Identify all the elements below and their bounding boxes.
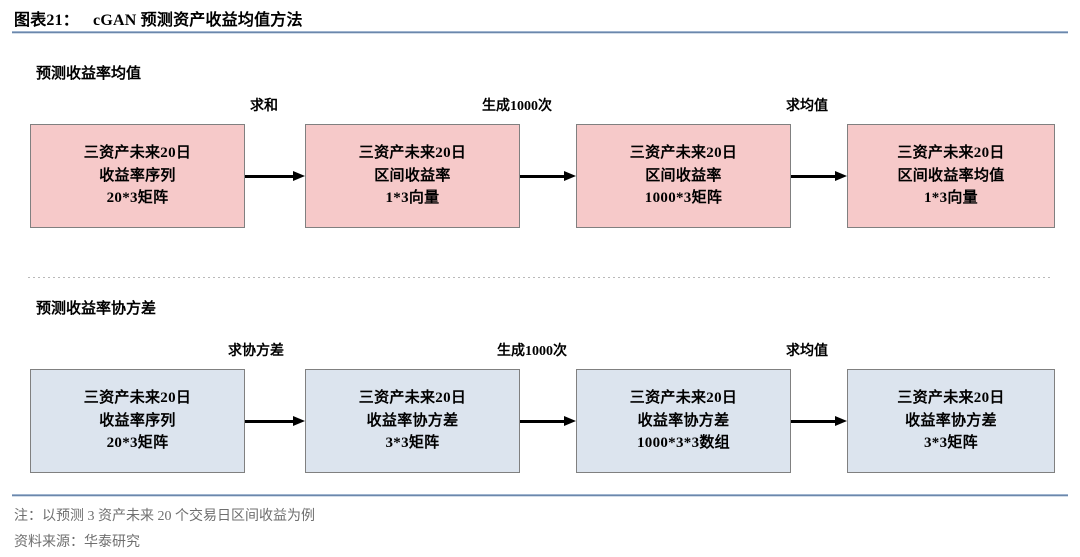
- flow-box-line-2: 收益率协方差: [905, 412, 997, 429]
- section-separator: [28, 277, 1052, 278]
- arrow-head-icon: [835, 416, 847, 426]
- title-divider: [12, 31, 1068, 34]
- arrow-shaft: [245, 175, 294, 178]
- flow-box-line-2: 区间收益率: [374, 167, 451, 184]
- flow-box-mean-3[interactable]: 三资产未来20日 区间收益率均值 1*3向量: [847, 124, 1055, 228]
- arrow-cov-2: [791, 416, 847, 426]
- arrow-cov-1: [520, 416, 576, 426]
- flow-box-line-3: 1*3向量: [385, 190, 440, 207]
- flow-box-line-1: 三资产未来20日: [897, 389, 1005, 406]
- flow-box-line-3: 3*3矩阵: [385, 435, 440, 452]
- flow-box-line-2: 收益率协方差: [637, 412, 730, 429]
- flow-box-line-3: 1000*3矩阵: [644, 190, 723, 207]
- flow-box-line-1: 三资产未来20日: [897, 144, 1005, 161]
- arrow-label-mean-0: 求和: [250, 99, 278, 114]
- arrow-shaft: [245, 420, 294, 423]
- flow-box-cov-3[interactable]: 三资产未来20日 收益率协方差 3*3矩阵: [847, 369, 1055, 473]
- flow-box-line-1: 三资产未来20日: [629, 144, 738, 161]
- arrow-label-mean-1: 生成1000次: [482, 99, 552, 114]
- section-heading-covariance: 预测收益率协方差: [36, 301, 157, 317]
- flow-box-line-3: 1000*3*3数组: [636, 435, 730, 452]
- arrow-label-cov-1: 生成1000次: [497, 344, 567, 359]
- flow-box-line-2: 区间收益率: [645, 167, 722, 184]
- flow-box-cov-2[interactable]: 三资产未来20日 收益率协方差 1000*3*3数组: [576, 369, 791, 473]
- flow-row-covariance: 三资产未来20日 收益率序列 20*3矩阵 三资产未来20日 收益率协方差 3*…: [0, 369, 1080, 489]
- arrow-shaft: [520, 420, 565, 423]
- exhibit-number: 图表21：: [14, 12, 80, 29]
- flow-box-line-2: 收益率序列: [99, 167, 176, 184]
- footer-source: 资料来源：华泰研究: [14, 535, 140, 550]
- flow-box-line-1: 三资产未来20日: [83, 389, 192, 406]
- arrow-mean-2: [791, 171, 847, 181]
- section-heading-mean: 预测收益率均值: [36, 66, 142, 82]
- arrow-mean-1: [520, 171, 576, 181]
- arrow-label-cov-2: 求均值: [786, 344, 828, 359]
- flow-box-line-1: 三资产未来20日: [83, 144, 192, 161]
- flow-box-mean-2[interactable]: 三资产未来20日 区间收益率 1000*3矩阵: [576, 124, 791, 228]
- arrow-head-icon: [564, 171, 576, 181]
- exhibit-title-text: cGAN 预测资产收益均值方法: [93, 12, 303, 29]
- flow-box-line-1: 三资产未来20日: [358, 144, 467, 161]
- flow-box-cov-1[interactable]: 三资产未来20日 收益率协方差 3*3矩阵: [305, 369, 520, 473]
- arrow-shaft: [791, 420, 836, 423]
- flow-box-line-3: 1*3向量: [923, 190, 978, 207]
- arrow-head-icon: [293, 171, 305, 181]
- arrow-head-icon: [293, 416, 305, 426]
- flow-box-mean-1[interactable]: 三资产未来20日 区间收益率 1*3向量: [305, 124, 520, 228]
- flow-box-line-2: 收益率协方差: [366, 412, 459, 429]
- flow-box-mean-0[interactable]: 三资产未来20日 收益率序列 20*3矩阵: [30, 124, 245, 228]
- arrow-shaft: [520, 175, 565, 178]
- flow-box-line-3: 3*3矩阵: [923, 435, 978, 452]
- flow-box-line-3: 20*3矩阵: [106, 435, 169, 452]
- footer-divider: [12, 494, 1068, 497]
- flow-box-cov-0[interactable]: 三资产未来20日 收益率序列 20*3矩阵: [30, 369, 245, 473]
- page-title: 图表21： cGAN 预测资产收益均值方法: [14, 6, 303, 30]
- arrow-label-mean-2: 求均值: [786, 99, 828, 114]
- arrow-head-icon: [564, 416, 576, 426]
- arrow-label-cov-0: 求协方差: [228, 344, 284, 359]
- flow-box-line-2: 区间收益率均值: [897, 167, 1005, 184]
- arrow-shaft: [791, 175, 836, 178]
- arrow-cov-0: [245, 416, 305, 426]
- flow-row-mean: 三资产未来20日 收益率序列 20*3矩阵 三资产未来20日 区间收益率 1*3…: [0, 124, 1080, 244]
- arrow-head-icon: [835, 171, 847, 181]
- flow-box-line-1: 三资产未来20日: [358, 389, 467, 406]
- footer-note: 注：以预测 3 资产未来 20 个交易日区间收益为例: [14, 509, 315, 524]
- arrow-mean-0: [245, 171, 305, 181]
- flow-box-line-2: 收益率序列: [99, 412, 176, 429]
- flow-box-line-1: 三资产未来20日: [629, 389, 738, 406]
- flow-box-line-3: 20*3矩阵: [106, 190, 169, 207]
